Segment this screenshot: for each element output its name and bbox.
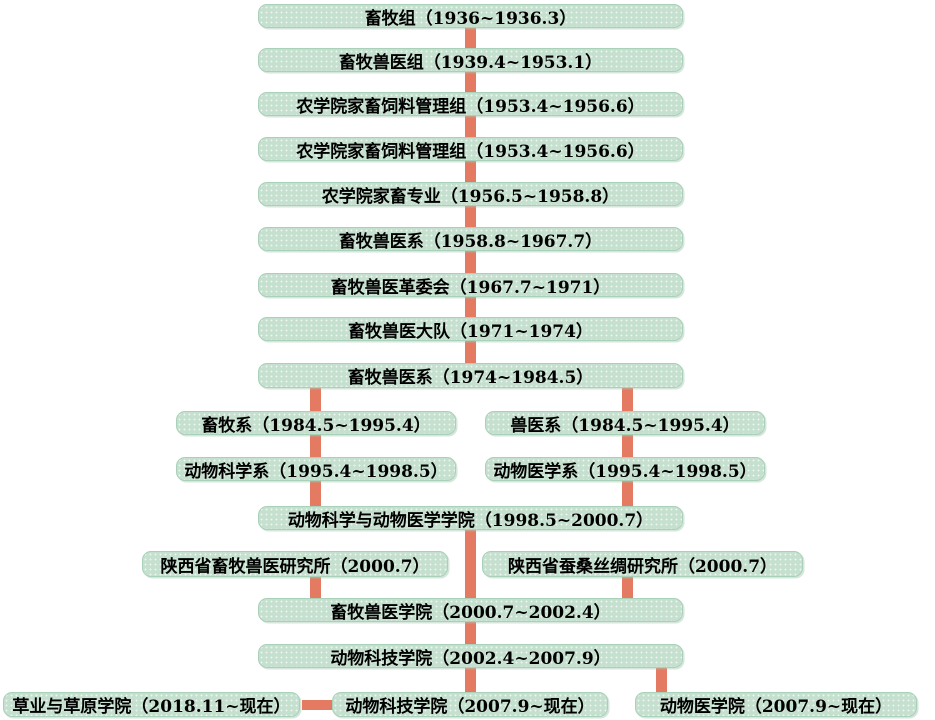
node-siliao-guanli-zu-1: 农学院家畜饲料管理组（1953.4~1956.6）	[258, 92, 683, 117]
node-geweihui: 畜牧兽医革委会（1967.7~1971）	[258, 273, 683, 298]
node-xumu-shouyi-yanjiusuo: 陕西省畜牧兽医研究所（2000.7）	[142, 551, 448, 577]
node-cansang-sichou-yanjiusuo: 陕西省蚕桑丝绸研究所（2000.7）	[482, 551, 803, 577]
node-xumu-shouyi-xi-1958: 畜牧兽医系（1958.8~1967.7）	[258, 227, 683, 252]
connector-horizontal-bottom	[302, 700, 336, 710]
connector-right-bottom	[656, 656, 667, 702]
node-xumuzu-1936: 畜牧组（1936~1936.3）	[258, 4, 683, 29]
connector-right-column	[622, 375, 633, 516]
node-dadui: 畜牧兽医大队（1971~1974）	[258, 317, 683, 342]
node-yixueyuan-now: 动物医学院（2007.9~现在）	[635, 692, 917, 717]
node-xumu-shouyi-xi-1974: 畜牧兽医系（1974~1984.5）	[258, 363, 683, 388]
node-shouyi-xi: 兽医系（1984.5~1995.4）	[485, 411, 765, 436]
node-xumu-xi: 畜牧系（1984.5~1995.4）	[176, 411, 456, 436]
node-keji-xueyuan-now: 动物科技学院（2007.9~现在）	[332, 692, 608, 717]
connector-left-institute	[310, 565, 321, 610]
node-caoye-caoyuan-xueyuan: 草业与草原学院（2018.11~现在）	[3, 692, 300, 717]
node-keji-xueyuan-2002: 动物科技学院（2002.4~2007.9）	[258, 644, 683, 669]
node-jiachu-zhuanye: 农学院家畜专业（1956.5~1958.8）	[258, 182, 683, 207]
node-xumu-shouyi-xueyuan: 畜牧兽医学院（2000.7~2002.4）	[258, 598, 683, 623]
node-dongwu-yixue-xi: 动物医学系（1995.4~1998.5）	[485, 457, 765, 482]
node-kexue-yixue-xueyuan: 动物科学与动物医学学院（1998.5~2000.7）	[258, 506, 683, 531]
node-siliao-guanli-zu-2: 农学院家畜饲料管理组（1953.4~1956.6）	[258, 137, 683, 162]
connector-right-institute	[622, 565, 633, 610]
connector-left-column	[310, 375, 321, 516]
node-dongwu-kexue-xi: 动物科学系（1995.4~1998.5）	[176, 457, 456, 482]
node-xumu-shouyi-zu: 畜牧兽医组（1939.4~1953.1）	[258, 48, 683, 73]
